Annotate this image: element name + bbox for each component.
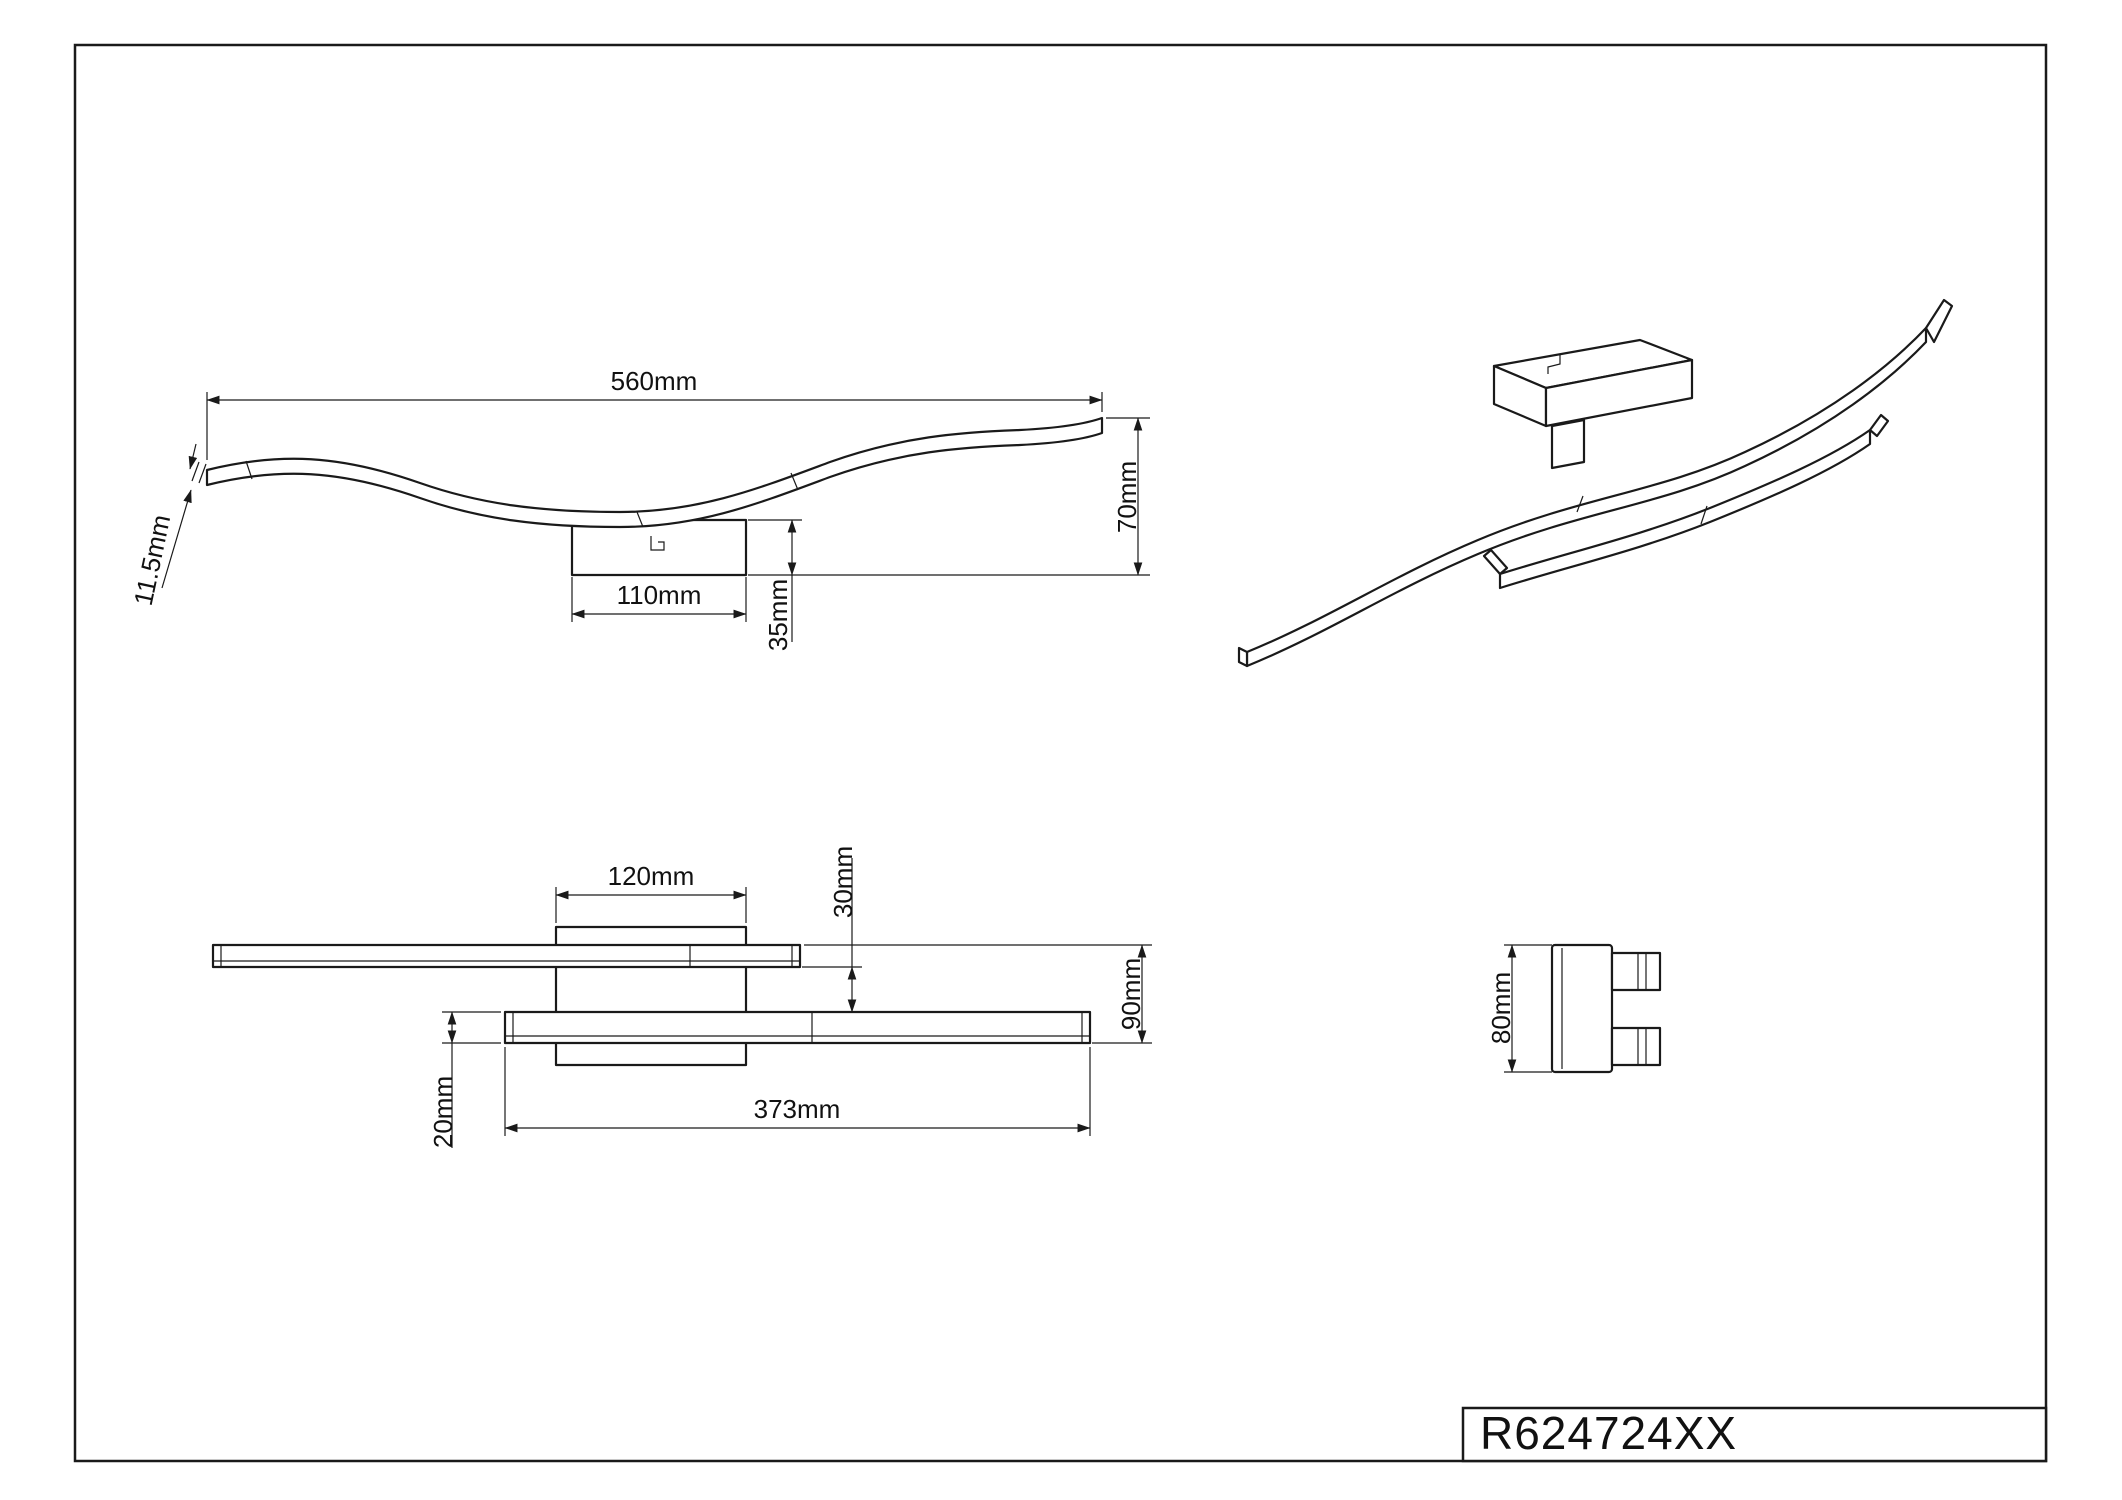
- title-block-frame: [1461, 1406, 2048, 1463]
- end-lower-bar-stub: [1610, 1026, 1662, 1067]
- side-thickness-dimension: 11.5mm: [128, 443, 207, 608]
- side-canopy-height-label: 35mm: [763, 579, 793, 651]
- side-thickness-label: 11.5mm: [128, 512, 176, 608]
- end-view: 80mm: [1486, 943, 1662, 1074]
- perspective-short-bar: [1498, 428, 1872, 590]
- part-number: R624724XX: [1480, 1407, 1737, 1459]
- perspective-canopy-box: [1492, 338, 1694, 428]
- perspective-long-bar-flipped-tip: [1924, 298, 1954, 344]
- plan-overall-width-label: 90mm: [1116, 958, 1146, 1030]
- side-wave-joint-marks: [245, 460, 799, 528]
- drawing-border: [73, 43, 2048, 1463]
- perspective-long-bar-left-tip: [1237, 646, 1249, 668]
- perspective-long-bar-joint: [1576, 495, 1584, 513]
- perspective-short-bar-joint: [1700, 505, 1708, 525]
- side-height-label: 70mm: [1112, 461, 1142, 533]
- perspective-hook-symbol: [1547, 354, 1561, 374]
- plan-upper-bar: [211, 943, 802, 969]
- perspective-short-bar-right-tip: [1868, 413, 1890, 438]
- side-canopy: [570, 518, 748, 577]
- end-upper-bar-stub: [1610, 951, 1662, 992]
- end-depth-dimension: 80mm: [1486, 944, 1552, 1073]
- plan-bar-offset-dimension: 30mm: [802, 846, 862, 1013]
- perspective-long-bar: [1245, 326, 1928, 668]
- plan-bar-width-dimension: 20mm: [428, 1011, 501, 1148]
- side-wave-bar: [205, 416, 1104, 529]
- title-block: R624724XX: [1461, 1406, 2048, 1463]
- side-canopy-length-dimension: 110mm: [571, 577, 747, 622]
- plan-bar-length-dimension: 373mm: [504, 1047, 1091, 1136]
- plan-bar-offset-label: 30mm: [828, 846, 858, 918]
- end-canopy-body: [1550, 943, 1614, 1074]
- end-depth-label: 80mm: [1486, 972, 1516, 1044]
- side-height-dimension: 70mm: [748, 417, 1150, 576]
- plan-lower-bar: [503, 1010, 1092, 1045]
- perspective-short-bar-flipped-tip: [1482, 548, 1509, 576]
- perspective-view: [1237, 298, 1954, 668]
- side-view: 560mm 11.5mm 70mm 35mm: [128, 366, 1150, 651]
- side-cable-hook-symbol: [650, 536, 665, 551]
- perspective-mount-tab: [1550, 418, 1586, 470]
- side-length-dimension: 560mm: [206, 366, 1103, 460]
- side-canopy-height-dimension: 35mm: [748, 519, 802, 651]
- plan-canopy-width-label: 120mm: [608, 861, 695, 891]
- plan-bar-length-label: 373mm: [754, 1094, 841, 1124]
- plan-view: 120mm 30mm 90mm 20mm: [211, 846, 1152, 1148]
- side-canopy-length-label: 110mm: [617, 580, 702, 610]
- plan-bar-width-label: 20mm: [428, 1076, 458, 1148]
- plan-canopy-width-dimension: 120mm: [555, 861, 747, 923]
- plan-overall-width-dimension: 90mm: [804, 944, 1152, 1044]
- side-length-label: 560mm: [611, 366, 698, 396]
